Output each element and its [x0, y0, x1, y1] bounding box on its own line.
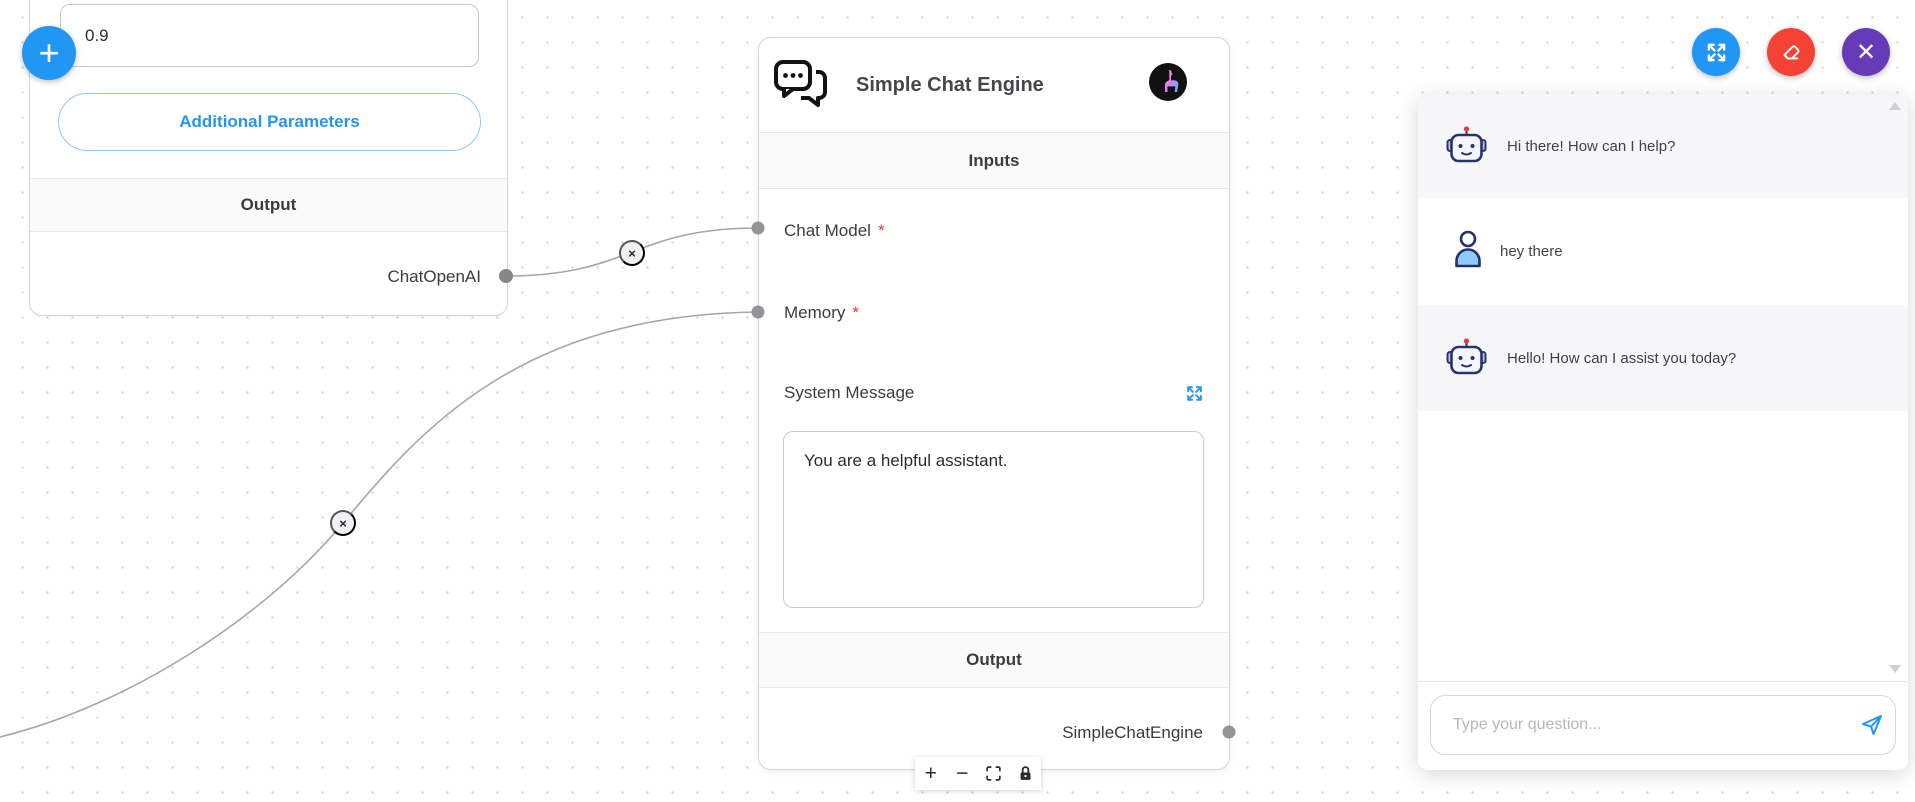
simplechatengine-output-anchor-label: SimpleChatEngine: [1062, 723, 1203, 742]
edge-delete-button[interactable]: ×: [330, 510, 356, 536]
user-avatar-icon: [1454, 230, 1482, 273]
eraser-icon: [1783, 45, 1800, 60]
bot-avatar-icon: [1446, 337, 1487, 380]
additional-parameters-button[interactable]: Additional Parameters: [58, 93, 481, 151]
expand-chat-button[interactable]: [1692, 28, 1740, 76]
chat-popup-panel: Hi there! How can I help? hey there Hell: [1418, 95, 1908, 770]
node-title: Simple Chat Engine: [856, 73, 1044, 96]
bot-avatar-icon: [1446, 125, 1487, 168]
close-chat-button[interactable]: ✕: [1842, 28, 1890, 76]
system-message-label: System Message: [784, 383, 915, 402]
chat-message-bot: Hello! How can I assist you today?: [1418, 305, 1908, 411]
inputs-section-header: Inputs: [759, 132, 1229, 189]
scrollbar-down-arrow[interactable]: [1889, 665, 1901, 673]
simple-chat-engine-node[interactable]: Simple Chat Engine Inputs Chat Model * M…: [758, 37, 1230, 770]
expand-arrows-icon: [1707, 43, 1725, 61]
add-node-button[interactable]: +: [22, 26, 76, 80]
zoom-in-button[interactable]: +: [915, 757, 947, 790]
chat-question-input[interactable]: [1431, 696, 1849, 754]
scrollbar-up-arrow[interactable]: [1889, 102, 1901, 110]
chatopenai-output-anchor-label: ChatOpenAI: [387, 267, 481, 286]
expand-system-message-icon[interactable]: [1185, 384, 1204, 408]
edge-delete-button[interactable]: ×: [619, 240, 645, 266]
fit-view-button[interactable]: [978, 757, 1010, 790]
chat-model-label: Chat Model: [784, 221, 871, 240]
chat-message-user: hey there: [1418, 198, 1908, 305]
temperature-input[interactable]: [60, 4, 479, 67]
chat-input-divider: [1418, 681, 1908, 682]
send-message-button[interactable]: [1849, 696, 1895, 754]
chat-message-text: Hello! How can I assist you today?: [1507, 349, 1737, 367]
chat-message-bot: Hi there! How can I help?: [1418, 95, 1908, 198]
chat-message-text: hey there: [1500, 243, 1563, 260]
required-asterisk: *: [877, 221, 885, 240]
chat-input-container: [1430, 695, 1896, 755]
input-row-system-message: System Message: [784, 376, 1204, 410]
chat-bubbles-icon: [772, 58, 830, 115]
chatopenai-node[interactable]: Additional Parameters Output ChatOpenAI: [29, 0, 508, 316]
send-paper-plane-icon: [1862, 715, 1882, 735]
required-asterisk: *: [852, 303, 860, 322]
left-node-output-header: Output: [30, 178, 507, 232]
system-message-textarea[interactable]: You are a helpful assistant.: [783, 431, 1204, 608]
lock-button[interactable]: [1009, 757, 1041, 790]
llamaindex-avatar: [1149, 63, 1187, 101]
chat-message-text: Hi there! How can I help?: [1507, 138, 1676, 155]
input-row-memory: Memory *: [784, 296, 1204, 330]
node-header: Simple Chat Engine: [759, 38, 1229, 132]
clear-chat-button[interactable]: [1767, 28, 1815, 76]
memory-label: Memory: [784, 303, 846, 322]
canvas-controls-toolbar: + −: [915, 757, 1041, 790]
zoom-out-button[interactable]: −: [946, 757, 978, 790]
input-row-chat-model: Chat Model *: [784, 214, 1204, 248]
output-section-header: Output: [759, 632, 1229, 688]
